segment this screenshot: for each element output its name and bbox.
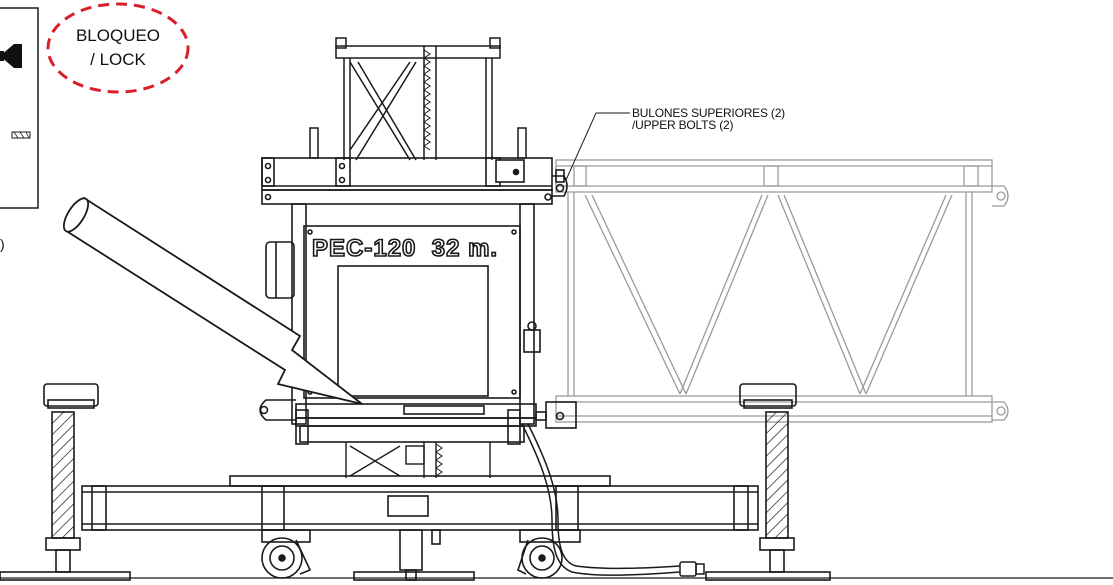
upper-bolts-label-line2: /UPPER BOLTS (2)	[632, 118, 734, 132]
base-chassis	[0, 475, 1113, 581]
upper-crosshead	[261, 157, 568, 205]
lock-label: BLOQUEO / LOCK	[58, 24, 178, 72]
lower-mast	[345, 442, 491, 478]
power-cable	[521, 423, 705, 577]
pointer-arrow	[62, 196, 363, 405]
right-outrigger-leg	[739, 383, 797, 573]
bolts-leader-line	[565, 112, 630, 181]
left-outrigger-leg	[43, 383, 99, 573]
caster-wheel-left	[261, 529, 312, 579]
machine-plate-text: PEC-120 32 m.	[312, 235, 498, 262]
jib-section-ghost	[555, 159, 1009, 423]
upper-bolts-label-line1: BULONES SUPERIORES (2)	[632, 106, 785, 120]
upper-bolts-label: BULONES SUPERIORES (2) /UPPER BOLTS (2)	[632, 107, 785, 131]
machine-body	[259, 203, 577, 445]
caster-wheel-right	[517, 529, 581, 579]
lock-label-line2: / LOCK	[90, 50, 146, 69]
lock-callout-ellipse	[46, 2, 190, 94]
mast-section	[309, 37, 527, 161]
left-detail-panel	[0, 7, 39, 209]
left-cropped-text: )	[0, 236, 5, 252]
lock-label-line1: BLOQUEO	[75, 26, 161, 45]
